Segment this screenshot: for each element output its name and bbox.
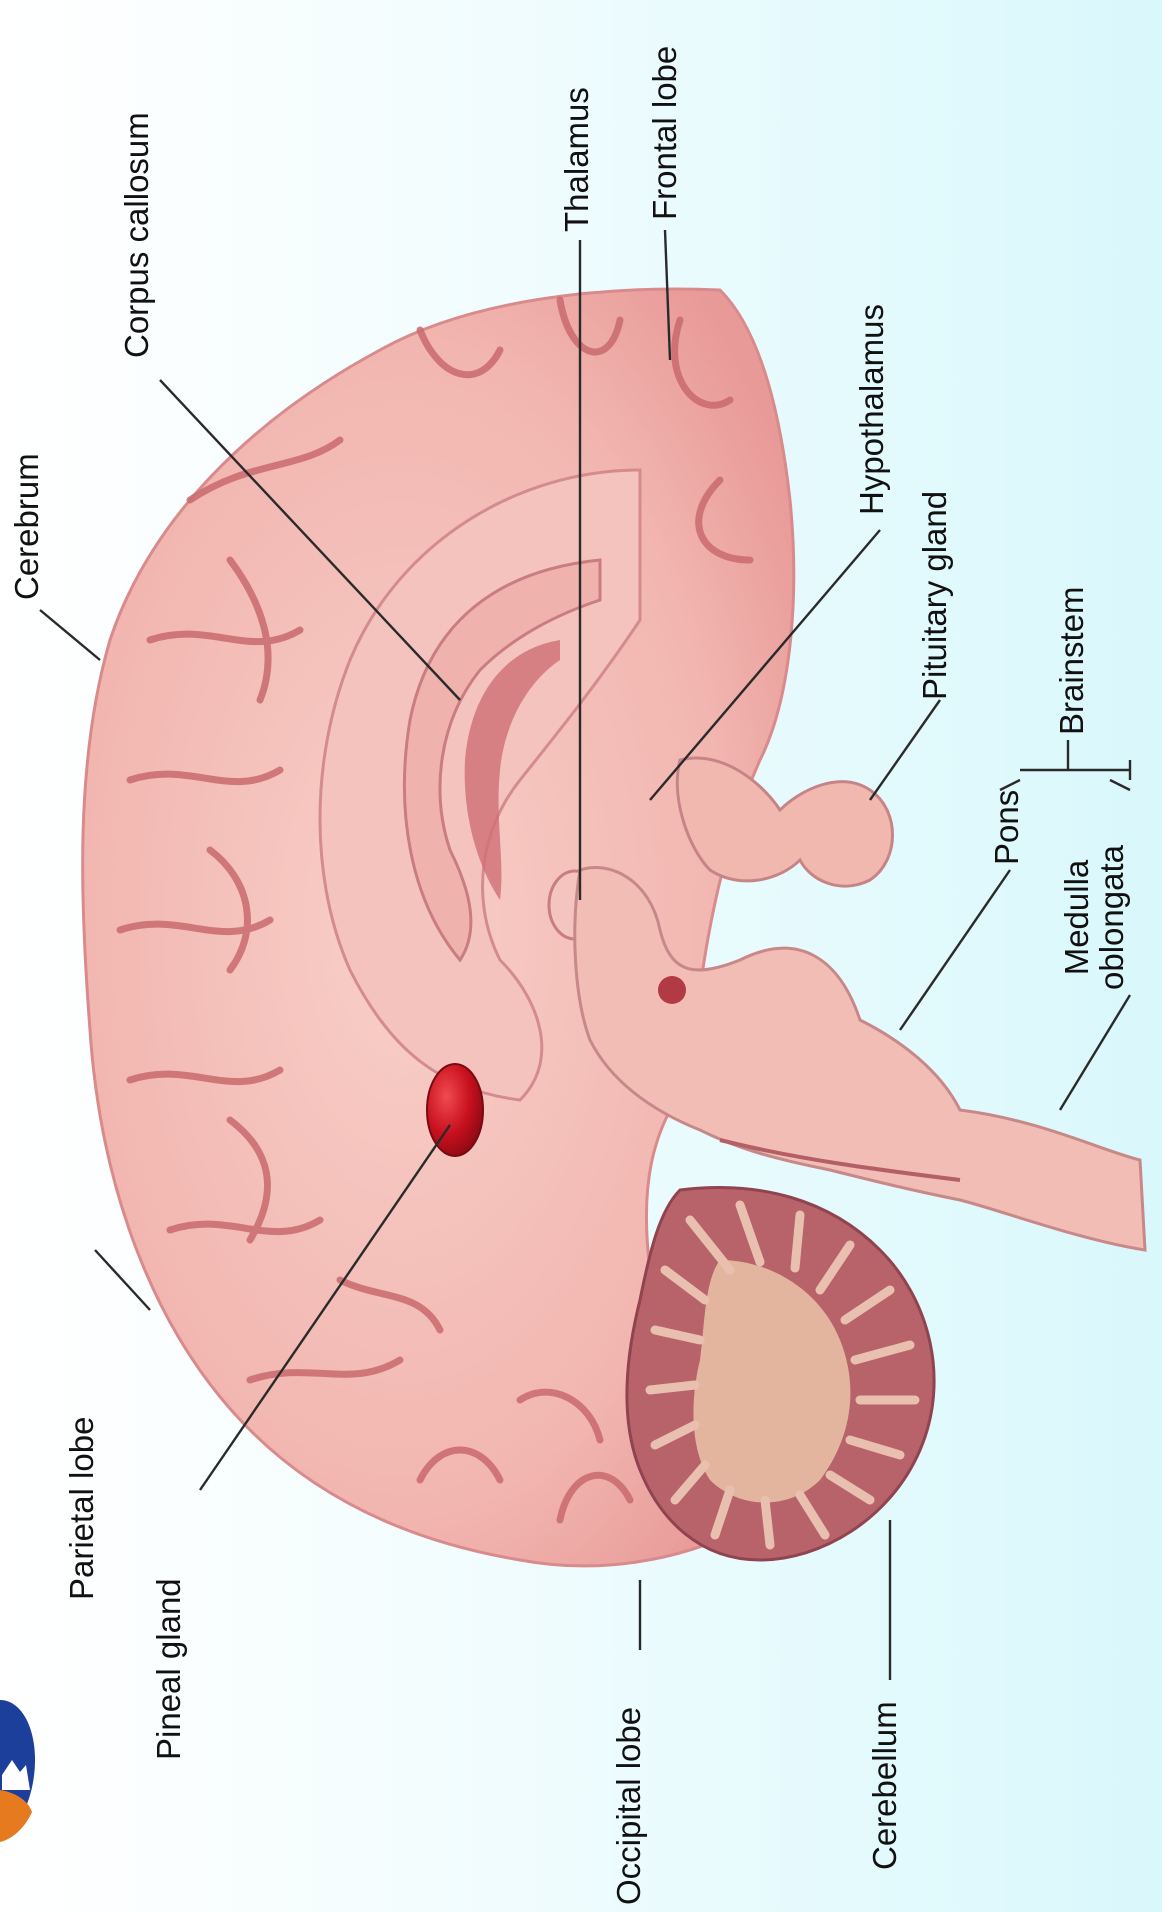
pituitary-shape bbox=[677, 758, 892, 886]
label-cerebrum: Cerebrum bbox=[10, 453, 43, 600]
label-corpus-callosum: Corpus callosum bbox=[120, 112, 153, 358]
label-pineal-gland: Pineal gland bbox=[152, 1578, 185, 1760]
label-thalamus: Thalamus bbox=[560, 87, 593, 232]
label-medulla-oblongata: Medulla oblongata bbox=[1060, 845, 1129, 990]
logo-mark bbox=[0, 1700, 35, 1842]
cerebellum-shape bbox=[627, 1188, 934, 1561]
label-medulla-line2: oblongata bbox=[1093, 845, 1130, 990]
label-pituitary-gland: Pituitary gland bbox=[918, 491, 951, 700]
midbrain-notch bbox=[658, 976, 686, 1004]
label-parietal-lobe: Parietal lobe bbox=[65, 1417, 98, 1600]
label-hypothalamus: Hypothalamus bbox=[855, 304, 888, 515]
label-medulla-line1: Medulla bbox=[1058, 860, 1095, 976]
label-brainstem: Brainstem bbox=[1055, 586, 1088, 735]
label-frontal-lobe: Frontal lobe bbox=[648, 46, 681, 220]
pineal-gland-shape bbox=[427, 1064, 483, 1156]
label-cerebellum: Cerebellum bbox=[868, 1701, 901, 1870]
label-pons: Pons bbox=[990, 790, 1023, 865]
label-occipital-lobe: Occipital lobe bbox=[612, 1707, 645, 1905]
